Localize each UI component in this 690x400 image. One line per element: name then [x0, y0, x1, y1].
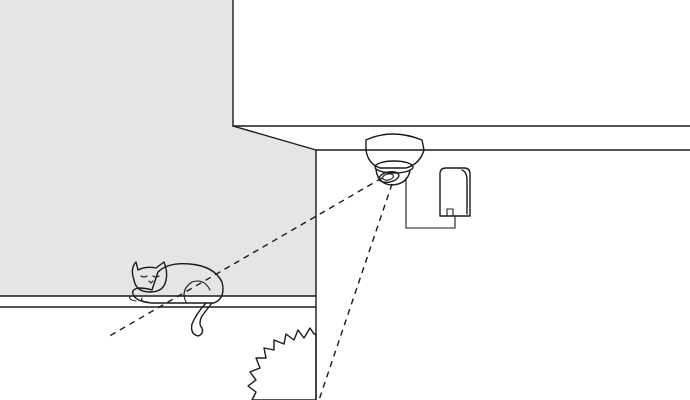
sleeping-cat-icon: [129, 261, 224, 337]
camera-field-of-view: [105, 177, 393, 400]
power-adapter-icon: [439, 167, 471, 217]
shrub-icon: [247, 327, 317, 400]
camera-cable: [405, 177, 456, 229]
shaded-wall: [0, 0, 316, 296]
dome-camera-icon: [365, 133, 425, 186]
ceiling-overhang: [232, 0, 690, 400]
wall-ledge: [0, 295, 317, 308]
